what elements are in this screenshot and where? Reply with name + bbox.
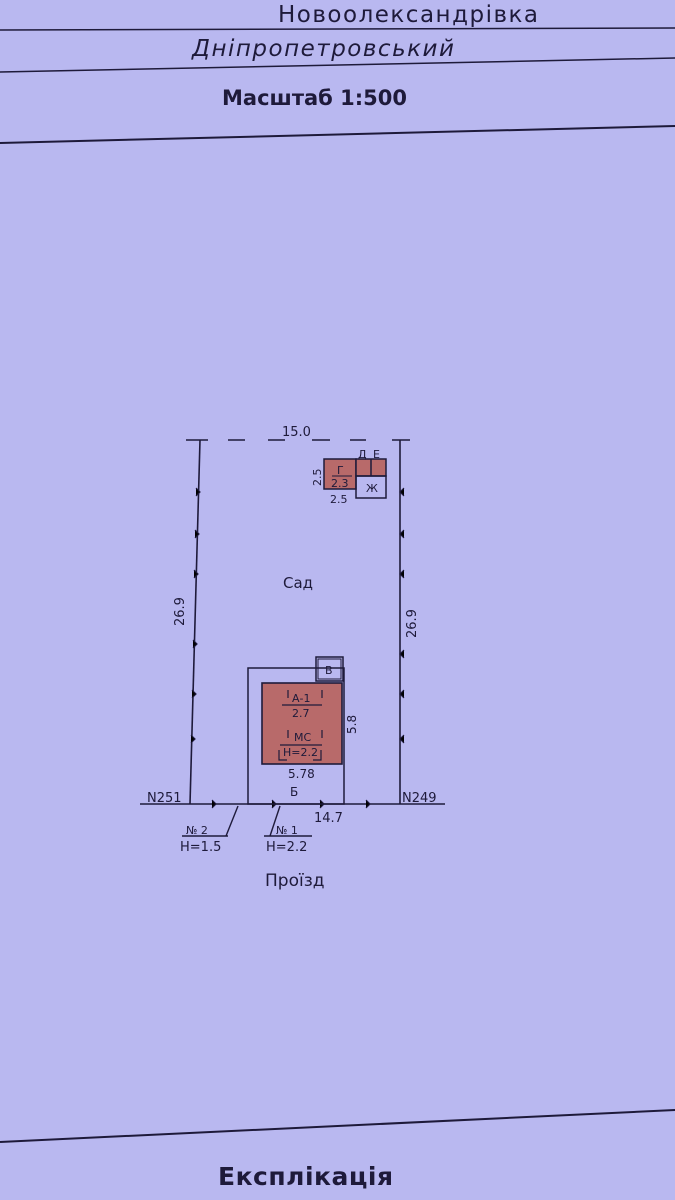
village-name: Новоолександрівка <box>278 2 540 28</box>
house-label-a: А-1 <box>292 692 311 705</box>
house-label-mc: МС <box>294 731 311 744</box>
house-a-value: 2.7 <box>292 707 310 720</box>
road-label: Проїзд <box>265 871 325 891</box>
header-rule-2 <box>0 57 675 73</box>
gate-1-number: № 1 <box>276 824 298 837</box>
garden-label: Сад <box>283 574 313 592</box>
house-mc-height: Н=2.2 <box>283 746 318 759</box>
left-length-label: 26.9 <box>173 597 188 626</box>
outbuilding-label-g: Г <box>337 464 344 477</box>
outbuilding-g <box>323 458 357 490</box>
outbuilding-label-d: Д <box>358 448 367 461</box>
right-length-label: 26.9 <box>405 609 420 638</box>
district-name: Дніпропетровський <box>192 36 456 62</box>
yard-label: Б <box>290 785 298 799</box>
neighbor-right-label: N249 <box>402 791 437 806</box>
property-boundary <box>186 439 410 805</box>
outbuilding-label-zh: Ж <box>366 482 378 495</box>
outbuilding-side-dim: 2.5 <box>311 469 324 487</box>
footer-rule <box>0 1109 675 1143</box>
scale-label: Масштаб 1:500 <box>222 86 407 110</box>
boundary-ticks <box>190 487 405 744</box>
outbuilding-g-value: 2.3 <box>331 477 349 490</box>
gate-1-height: Н=2.2 <box>266 840 307 855</box>
house-depth-label: 5.8 <box>345 715 359 734</box>
gate-2-number: № 2 <box>186 824 208 837</box>
explication-title: Експлікація <box>218 1162 394 1191</box>
yard-enclosure <box>247 667 345 805</box>
top-width-label: 15.0 <box>282 425 311 440</box>
house-inner-marks <box>278 690 323 761</box>
gate-2-height: Н=1.5 <box>180 840 221 855</box>
header-rule-1 <box>0 27 675 31</box>
neighbor-left-label: N251 <box>147 791 182 806</box>
outbuilding-label-e: Е <box>373 448 380 461</box>
bottom-dim-label: 14.7 <box>314 811 343 826</box>
porch-label: В <box>325 664 333 677</box>
porch-b <box>315 656 344 682</box>
house-a <box>261 682 343 765</box>
outbuilding-bottom-dim: 2.5 <box>330 493 348 506</box>
house-width-label: 5.78 <box>288 767 315 781</box>
header-rule-3 <box>0 125 675 144</box>
outbuilding-zh <box>355 475 387 499</box>
gate-pointers <box>182 805 312 837</box>
